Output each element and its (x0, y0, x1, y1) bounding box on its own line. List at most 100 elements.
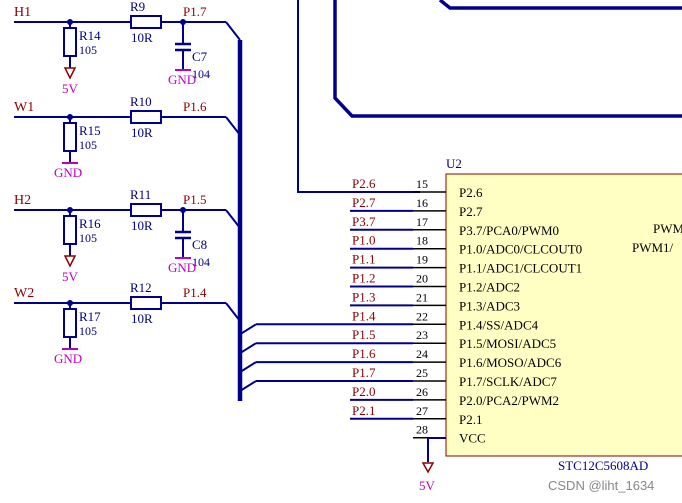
watermark: CSDN @liht_1634 (548, 478, 654, 493)
pin-name: P1.2/ADC2 (459, 280, 520, 295)
chip-pins: 15P2.6P2.616P2.7P2.717P3.7/PCA0/PWM0P3.7… (350, 176, 582, 446)
pin-number: 17 (416, 215, 428, 229)
pin-name: P1.0/ADC0/CLCOUT0 (459, 242, 582, 257)
pin-name: P1.7/SCLK/ADC7 (459, 374, 557, 389)
top-frame-trace-inner (438, 0, 682, 10)
cap-power-label: GND (168, 72, 196, 87)
pull-resistor-body (63, 215, 77, 245)
power-arrow-icon (63, 255, 77, 268)
pull-resistor-ref: R14 (79, 28, 101, 43)
pin-name: P2.1 (459, 412, 482, 427)
pull-power-label: 5V (62, 81, 79, 96)
input-net-label: W2 (14, 286, 34, 301)
top-frame-trace-outer (333, 0, 682, 118)
pull-power-label: GND (54, 351, 82, 366)
pin-number: 26 (416, 385, 428, 399)
cap-ref: C8 (192, 237, 207, 252)
pull-resistor-body (63, 27, 77, 57)
series-resistor-body (130, 15, 162, 29)
top-bus-trace (297, 0, 420, 193)
series-resistor-body (130, 110, 162, 124)
pin-net-label: P2.0 (352, 384, 375, 399)
cap-ref: C7 (192, 49, 208, 64)
pin-net-label: P1.2 (352, 271, 375, 286)
vcc-power-symbol: 5V (419, 437, 446, 493)
pin-net-label: P1.0 (352, 233, 375, 248)
series-resistor-value: 10R (131, 30, 153, 45)
chip-body (445, 173, 682, 457)
series-resistor-value: 10R (131, 311, 153, 326)
pin-number: 25 (416, 366, 428, 380)
pin-name: P1.4/SS/ADC4 (459, 317, 539, 332)
pin-name: VCC (459, 431, 486, 446)
chip-right-label-1: PWM1/ (632, 240, 674, 255)
pull-resistor-value: 105 (79, 231, 97, 245)
pull-power-label: 5V (62, 269, 79, 284)
chip-ref-label: U2 (446, 156, 462, 171)
pin-name: P1.3/ADC3 (459, 298, 520, 313)
pin-number: 28 (416, 423, 428, 437)
power-arrow-icon (63, 67, 77, 80)
pin-net-label: P1.3 (352, 289, 375, 304)
series-resistor-body (130, 296, 162, 310)
input-net-label: W1 (14, 100, 34, 115)
series-resistor-ref: R10 (130, 94, 152, 109)
series-resistor-ref: R12 (130, 280, 152, 295)
bus-exit-entry (239, 342, 257, 355)
bus-entry (225, 116, 241, 136)
series-resistor-body (130, 203, 162, 217)
bus-net-label: P1.5 (183, 192, 206, 207)
pull-resistor-ref: R16 (79, 216, 101, 231)
chip-u2: U2 STC12C5608AD PWM PWM1/ 15P2.6P2.616P2… (350, 156, 682, 473)
pull-resistor-value: 105 (79, 138, 97, 152)
pin-net-label: P1.6 (352, 346, 376, 361)
pin-name: P2.7 (459, 204, 483, 219)
cap-value: 104 (192, 67, 210, 81)
pull-resistor-body (63, 308, 77, 338)
bus-net-label: P1.4 (183, 285, 207, 300)
cap-value: 104 (192, 255, 210, 269)
pin-name: P1.6/MOSO/ADC6 (459, 355, 562, 370)
pin-net-label: P1.1 (352, 252, 375, 267)
pin-name: P2.6 (459, 185, 483, 200)
pin-number: 22 (416, 309, 428, 323)
pin-number: 27 (416, 404, 428, 418)
input-net-label: H1 (14, 5, 31, 20)
series-resistor-ref: R9 (130, 0, 145, 14)
pin-number: 16 (416, 196, 428, 210)
series-resistor-ref: R11 (130, 187, 151, 202)
pin-net-label: P1.4 (352, 308, 376, 323)
series-resistor-value: 10R (131, 218, 153, 233)
pull-resistor-body (63, 122, 77, 152)
vcc-pin28-wire (427, 437, 446, 462)
pin-name: P1.1/ADC1/CLCOUT1 (459, 261, 582, 276)
pin-name: P3.7/PCA0/PWM0 (459, 223, 559, 238)
pin-number: 24 (416, 347, 428, 361)
chip-part-label: STC12C5608AD (558, 458, 648, 473)
pin-name: P1.5/MOSI/ADC5 (459, 336, 556, 351)
vcc-arrow-icon (421, 462, 435, 474)
bus-exit-entry (239, 380, 257, 392)
pull-resistor-value: 105 (79, 324, 97, 338)
bus-entry (225, 21, 241, 41)
pin-net-label: P3.7 (352, 214, 376, 229)
pin-number: 21 (416, 290, 428, 304)
